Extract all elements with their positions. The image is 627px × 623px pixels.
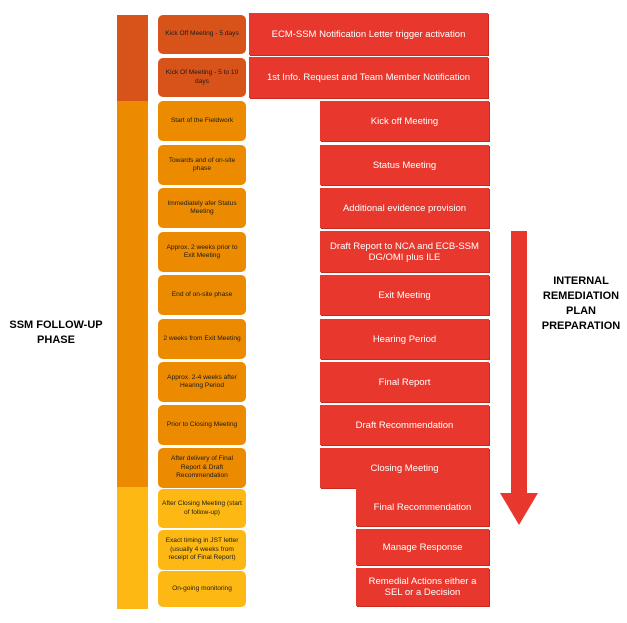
phase-bar-segment-dark [117,15,148,101]
step-2-weeks-from-exit: 2 weeks from Exit Meeting [158,319,246,359]
action-manage-response: Manage Response [356,529,489,565]
step-end-onsite: End of on-site phase [158,275,246,315]
step-prior-closing-meeting: Prior to Closing Meeting [158,405,246,445]
action-info-request: 1st Info. Request and Team Member Notifi… [249,57,488,98]
step-start-fieldwork: Start of the Fieldwork [158,101,246,141]
down-arrow-icon [500,231,538,525]
action-notification-letter: ECM-SSM Notification Letter trigger acti… [249,13,488,55]
action-closing-meeting: Closing Meeting [320,448,489,488]
action-status-meeting: Status Meeting [320,145,489,185]
phase-bar-segment-orange [117,101,148,487]
step-after-final-report: After delivery of Final Report & Draft R… [158,448,246,488]
step-towards-end-onsite: Towards and of on-site phase [158,145,246,185]
step-2-4-weeks-after-hearing: Approx. 2-4 weeks after Hearing Period [158,362,246,402]
action-kick-off-meeting: Kick off Meeting [320,101,489,141]
step-2-weeks-prior-exit: Approx. 2 weeks prior to Exit Meeting [158,232,246,272]
step-kick-off-5-10-days: Kick Of Meeting - 5 to 10 days [158,58,246,97]
action-draft-recommendation: Draft Recommendation [320,405,489,445]
remediation-plan-label: INTERNAL REMEDIATION PLAN PREPARATION [541,275,621,332]
step-ongoing-monitoring: On-going monitoring [158,571,246,607]
step-jst-letter-timing: Exact timing in JST letter (usually 4 we… [158,530,246,570]
phase-label: SSM FOLLOW-UP PHASE [9,319,103,346]
action-draft-report: Draft Report to NCA and ECB-SSM DG/OMI p… [320,231,489,272]
step-after-closing-meeting: After Closing Meeting (start of follow-u… [158,489,246,528]
action-additional-evidence: Additional evidence provision [320,188,489,228]
action-exit-meeting: Exit Meeting [320,275,489,315]
step-after-status-meeting: Immediately afer Status Meeting [158,188,246,228]
action-final-recommendation: Final Recommendation [356,488,489,526]
action-remedial-actions: Remedial Actions either a SEL or a Decis… [356,568,489,606]
step-kick-off-5-days: Kick Off Meeting - 5 days [158,15,246,54]
action-final-report: Final Report [320,362,489,402]
phase-bar-segment-yellow [117,487,148,609]
action-hearing-period: Hearing Period [320,319,489,359]
